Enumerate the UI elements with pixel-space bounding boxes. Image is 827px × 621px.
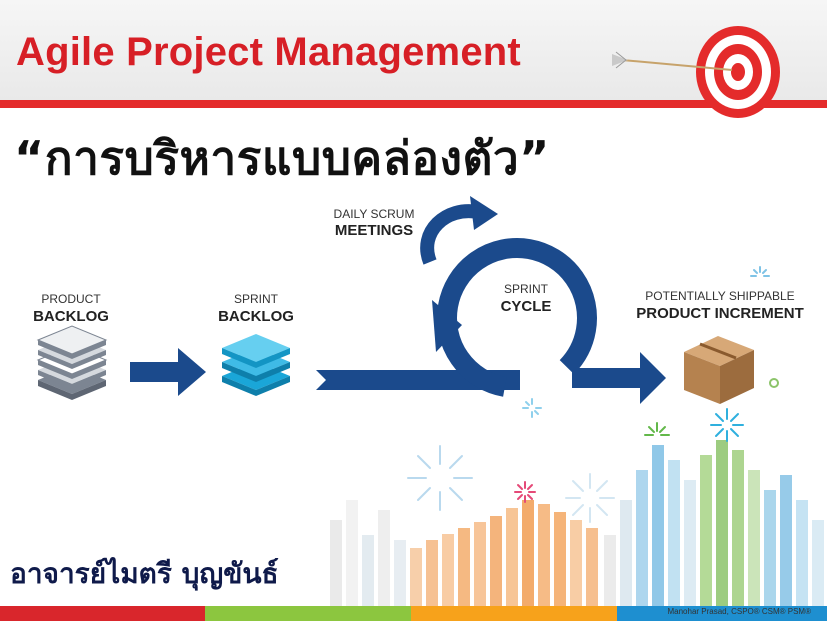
sprint-cycle-label-top: SPRINT [503,282,548,296]
sprint-cycle-label: CYCLE [500,298,552,315]
decorative-bars [330,440,824,606]
daily-scrum-label-top: DAILY SCRUM [333,207,415,221]
cycle-arrow-icon [316,196,666,404]
presenter-name: อาจารย์ไมตรี บุญขันธ์ [10,557,279,590]
product-backlog-stack-icon [36,325,108,400]
firework-icon [407,266,779,523]
bottom-color-strip [0,606,827,621]
increment-label: PRODUCT INCREMENT [636,305,804,322]
arrow-right-icon [130,348,206,396]
sprint-backlog-label: BACKLOG [218,308,294,325]
daily-scrum-label: MEETINGS [334,222,414,239]
header-band [0,0,827,100]
sprint-backlog-stack-icon [222,334,290,396]
thai-title: “การบริหารแบบคล่องตัว” [14,131,550,185]
sprint-backlog-label-top: SPRINT [233,292,278,306]
product-backlog-label-top: PRODUCT [41,292,101,306]
header-underline [0,100,827,108]
product-backlog-label: BACKLOG [33,308,109,325]
increment-label-top: POTENTIALLY SHIPPABLE [645,289,795,303]
page-title: Agile Project Management [16,30,521,74]
credit-text: Manohar Prasad, CSPO® CSM® PSM® [667,607,811,616]
box-icon [684,336,754,621]
